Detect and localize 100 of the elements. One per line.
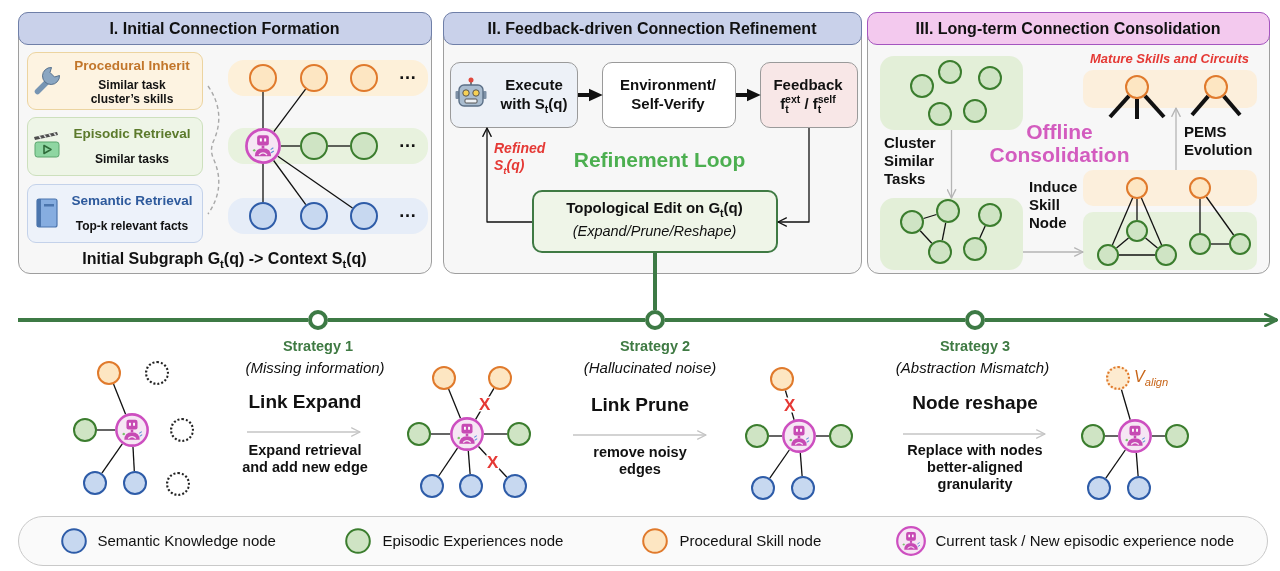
connector-line bbox=[1140, 197, 1163, 246]
connector-line bbox=[328, 318, 645, 322]
graph-node bbox=[1188, 176, 1211, 199]
connector-line bbox=[438, 447, 459, 477]
box-text: Environment/ Self-Verify bbox=[619, 75, 717, 113]
loop-label: Refinement Loop bbox=[573, 146, 746, 172]
graph-node bbox=[1188, 232, 1211, 255]
section-label: Offline Consolidation bbox=[988, 119, 1131, 166]
legend-label: Current task / New episodic experience node bbox=[935, 531, 1234, 550]
robot-icon bbox=[1118, 419, 1152, 453]
process-box bbox=[601, 61, 736, 128]
graph-node bbox=[73, 418, 97, 442]
connector-line bbox=[768, 435, 783, 437]
arrow bbox=[482, 127, 533, 223]
problem-note: (Missing information) bbox=[245, 359, 385, 377]
arrow bbox=[777, 127, 810, 227]
graph-node bbox=[935, 198, 960, 223]
cross-mark: X bbox=[783, 397, 797, 413]
connector-line bbox=[96, 429, 116, 431]
graph-node bbox=[937, 59, 962, 84]
placeholder-node bbox=[166, 472, 190, 496]
graph-node bbox=[745, 424, 769, 448]
timeline-marker bbox=[645, 310, 665, 330]
connector-line bbox=[447, 388, 462, 419]
arrow bbox=[1171, 107, 1181, 171]
connector-line bbox=[1108, 94, 1131, 119]
connector-line bbox=[799, 452, 803, 477]
connector-line bbox=[277, 155, 354, 209]
graph-node bbox=[299, 63, 328, 92]
graph-node bbox=[349, 201, 378, 230]
graph-node bbox=[349, 63, 378, 92]
highlight-band bbox=[1082, 69, 1257, 108]
strategy-name: Link Prune bbox=[590, 394, 690, 417]
graph-node bbox=[1127, 476, 1151, 500]
strategy-name: Link Expand bbox=[248, 391, 362, 414]
connector-line bbox=[1143, 94, 1166, 119]
connector-line bbox=[262, 163, 264, 203]
connector-line bbox=[1105, 449, 1126, 479]
graph-node bbox=[977, 65, 1002, 90]
connector-line bbox=[1118, 254, 1156, 256]
connector-line bbox=[941, 222, 947, 241]
connector-line bbox=[467, 450, 471, 475]
graph-node bbox=[123, 471, 147, 495]
panel-title: I. Initial Connection Formation bbox=[17, 11, 432, 45]
highlight-band bbox=[227, 59, 428, 96]
legend-label: Semantic Knowledge node bbox=[97, 531, 276, 550]
graph-node bbox=[1165, 424, 1189, 448]
graph-node bbox=[420, 474, 444, 498]
connector-line bbox=[280, 145, 301, 147]
graph-node bbox=[459, 474, 483, 498]
connector-line bbox=[1136, 198, 1138, 221]
connector-line bbox=[1222, 94, 1242, 117]
graph-node bbox=[83, 471, 107, 495]
connector-line bbox=[18, 318, 308, 322]
graph-node bbox=[1125, 176, 1148, 199]
graph-node bbox=[299, 201, 328, 230]
graph-node bbox=[909, 73, 934, 98]
panel bbox=[18, 12, 432, 274]
connector-line bbox=[653, 253, 657, 310]
graph-node bbox=[1124, 74, 1149, 99]
panel-caption: Initial Subgraph G$_{t}$(q) -> Context S$_{t}$(q) bbox=[82, 248, 367, 268]
placeholder-node bbox=[170, 418, 194, 442]
strategy-label: Strategy 3 bbox=[939, 338, 1011, 356]
band-caption: Mature Skills and Circuits bbox=[1090, 50, 1249, 67]
strategy-description: Replace with nodes better-aligned granularity bbox=[906, 442, 1044, 493]
connector-line bbox=[1115, 237, 1130, 249]
graph-node bbox=[1125, 219, 1148, 242]
graph-node bbox=[1087, 476, 1111, 500]
graph-node bbox=[770, 367, 794, 391]
graph-node bbox=[977, 202, 1002, 227]
robot-icon bbox=[782, 419, 816, 453]
graph-node bbox=[927, 101, 952, 126]
strategy-description: remove noisy edges bbox=[592, 444, 688, 478]
cross-mark: X bbox=[478, 396, 492, 412]
connector-line bbox=[262, 91, 264, 129]
graph-node bbox=[488, 366, 512, 390]
card-text: Similar task cluster’s skills bbox=[89, 78, 175, 106]
graph-node bbox=[1203, 74, 1228, 99]
card-text: Top-k relevant facts bbox=[75, 219, 189, 233]
connector-line bbox=[1135, 452, 1139, 477]
graph-node bbox=[962, 236, 987, 261]
connector-line bbox=[665, 318, 965, 322]
connector-line bbox=[1151, 435, 1166, 437]
graph-node bbox=[432, 366, 456, 390]
panel-title: III. Long-term Connection Consolidation bbox=[866, 11, 1270, 45]
process-box bbox=[449, 61, 578, 128]
connector-line bbox=[273, 88, 307, 133]
graph-node bbox=[97, 361, 121, 385]
connector-line bbox=[1111, 197, 1134, 246]
graph-node bbox=[962, 98, 987, 123]
process-box bbox=[531, 189, 778, 253]
graph-node bbox=[503, 474, 527, 498]
connector-line bbox=[430, 433, 451, 435]
ellipsis: … bbox=[398, 130, 417, 153]
graph-node bbox=[507, 422, 531, 446]
connector-line bbox=[1135, 99, 1139, 119]
arrow bbox=[946, 129, 957, 199]
problem-note: (Hallucinated noise) bbox=[583, 359, 717, 377]
graph-node bbox=[829, 424, 853, 448]
connector-line bbox=[815, 435, 830, 437]
